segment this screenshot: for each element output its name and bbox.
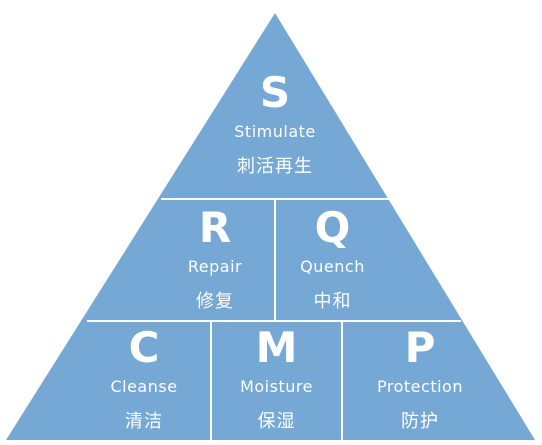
tier-repair: R Repair 修复 <box>160 205 270 313</box>
label-moisture-chinese: 保湿 <box>257 411 296 432</box>
label-moisture: Moisture <box>240 377 313 396</box>
letter-p: P <box>404 323 436 372</box>
label-stimulate-chinese: 刺活再生 <box>237 156 313 177</box>
pyramid-shape <box>6 13 535 440</box>
label-repair: Repair <box>187 257 243 276</box>
label-protection: Protection <box>377 377 463 396</box>
letter-q: Q <box>314 203 351 252</box>
label-stimulate: Stimulate <box>234 122 316 141</box>
label-repair-chinese: 修复 <box>196 291 234 312</box>
letter-m: M <box>255 323 298 372</box>
tier-moisture: M Moisture 保湿 <box>211 325 342 433</box>
label-cleanse-chinese: 清洁 <box>125 411 163 432</box>
label-protection-chinese: 防护 <box>401 411 439 432</box>
tier-protection: P Protection 防护 <box>342 325 498 433</box>
tier-stimulate: S Stimulate 刺活再生 <box>205 70 345 178</box>
label-quench-chinese: 中和 <box>313 291 352 312</box>
letter-s: S <box>259 68 291 117</box>
tier-quench: Q Quench 中和 <box>275 205 390 313</box>
label-quench: Quench <box>300 257 365 276</box>
label-cleanse: Cleanse <box>110 377 178 396</box>
letter-r: R <box>198 203 232 252</box>
tier-cleanse: C Cleanse 清洁 <box>82 325 206 433</box>
letter-c: C <box>128 323 160 372</box>
